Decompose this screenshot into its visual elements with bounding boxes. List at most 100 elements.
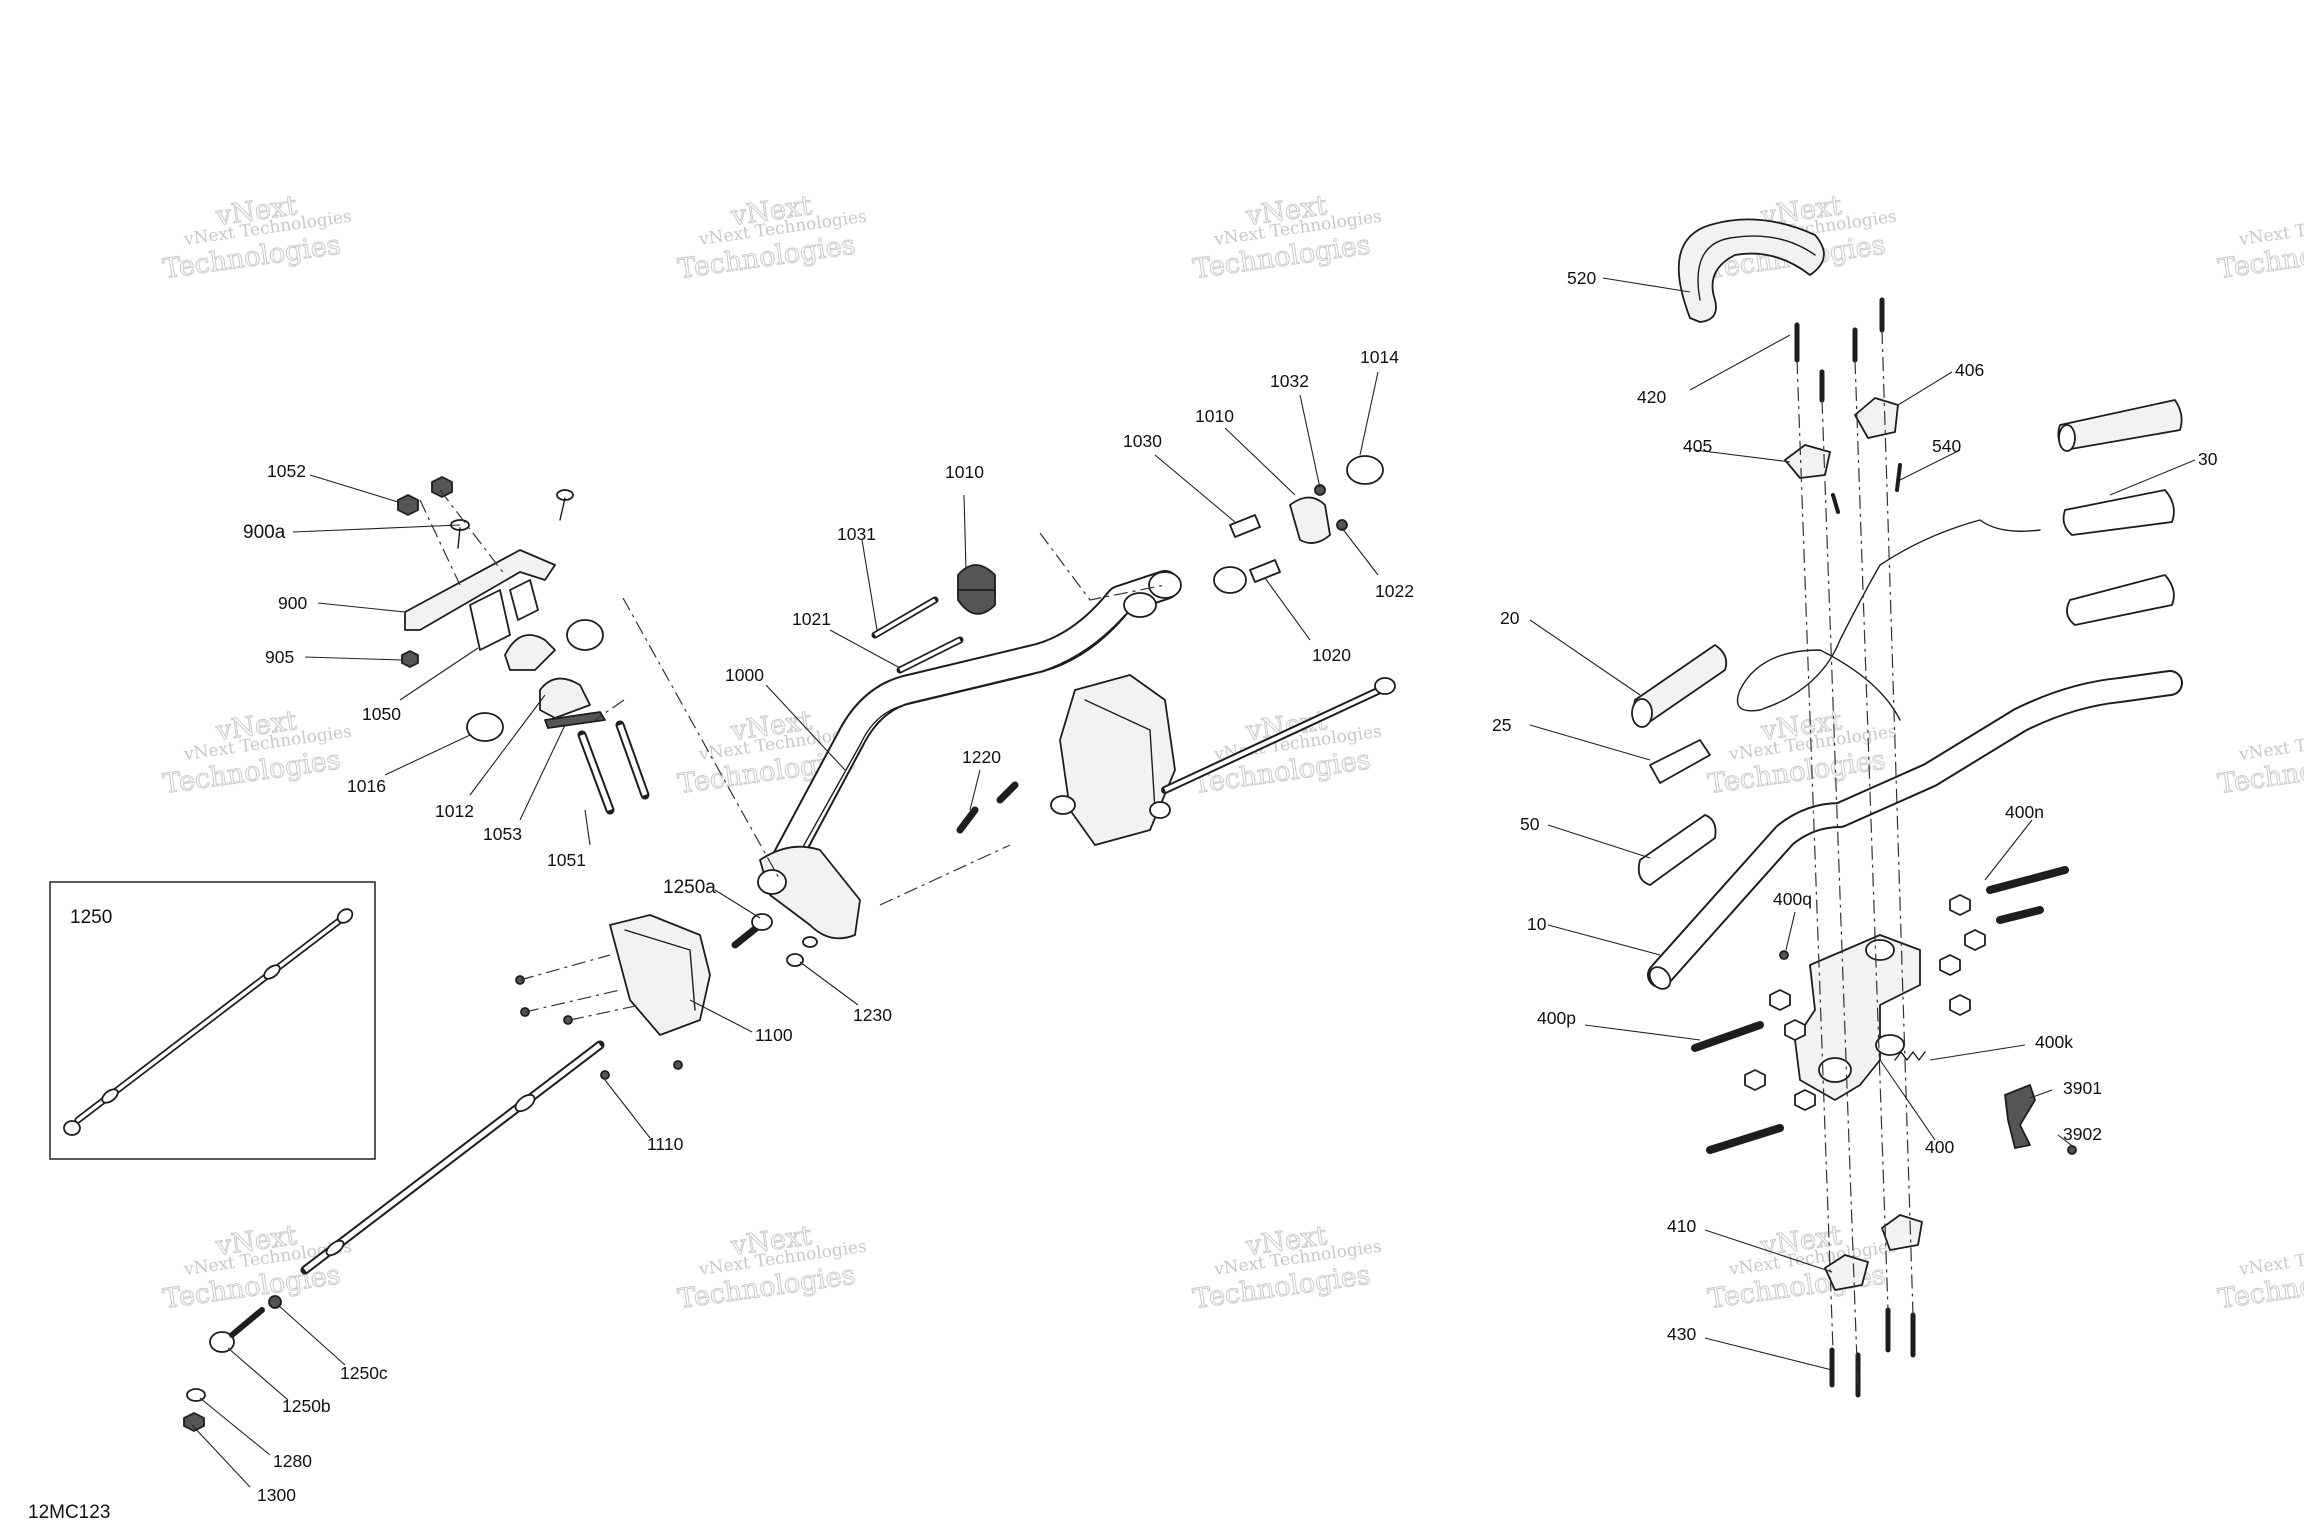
nut-1032	[1314, 484, 1326, 496]
pad-520	[1677, 218, 1825, 323]
callout-1020: 1020	[1312, 645, 1351, 665]
callout-1050: 1050	[362, 704, 401, 724]
callout-1030: 1030	[1123, 431, 1162, 451]
callout-10: 10	[1527, 914, 1547, 934]
clamp-406	[1854, 397, 1899, 439]
spring-400k	[1894, 1051, 1926, 1061]
bushing-1050b	[509, 579, 539, 621]
inset-frame	[49, 881, 376, 1160]
callout-3901: 3901	[2063, 1078, 2102, 1098]
callout-1016: 1016	[347, 776, 386, 796]
nut-905	[401, 650, 419, 668]
watermark: vNext Technologies Technologies vNext	[1706, 705, 1898, 801]
bushing-1030	[1229, 514, 1261, 538]
callout-400q: 400q	[1773, 889, 1812, 909]
callout-1022: 1022	[1375, 581, 1414, 601]
inset-1250: 1250	[49, 881, 376, 1160]
clamp-410b	[1881, 1214, 1923, 1251]
callout-20: 20	[1500, 608, 1520, 628]
cover-upper	[1059, 674, 1176, 846]
callout-1300: 1300	[257, 1485, 296, 1505]
callout-406: 406	[1955, 360, 1984, 380]
callout-400: 400	[1925, 1137, 1954, 1157]
bolt-900a	[450, 489, 574, 549]
bolts-400	[1691, 866, 2069, 1154]
clamp-1010b	[1289, 496, 1331, 544]
clamp-1012	[539, 677, 591, 719]
watermark: vNext Technologies Technologies vNext	[676, 1220, 868, 1316]
callout-1010-right: 1010	[1195, 406, 1234, 426]
sleeve-30	[2062, 489, 2175, 536]
callout-labels: 520 420 406 405 540 30 20 25 50 10 400n …	[243, 268, 2218, 1505]
clamp-upper	[504, 634, 556, 671]
callout-1250c: 1250c	[340, 1363, 388, 1383]
callout-1220: 1220	[962, 747, 1001, 767]
bolts-430	[1829, 1307, 1916, 1398]
shim-1053	[544, 711, 606, 729]
bolt-1031	[871, 596, 964, 674]
callout-1010-left: 1010	[945, 462, 984, 482]
callout-1110: 1110	[647, 1134, 684, 1154]
steering-column-1000	[757, 570, 1182, 940]
callout-400k: 400k	[2035, 1032, 2073, 1052]
callout-1014: 1014	[1360, 347, 1399, 367]
leader-lines	[191, 277, 2196, 1488]
ball-joint-1250b	[209, 1331, 235, 1353]
callout-1280: 1280	[273, 1451, 312, 1471]
ring-1030	[1213, 566, 1247, 594]
watermark: vNext Technologies Technologies	[2216, 1237, 2304, 1316]
callout-405: 405	[1683, 436, 1712, 456]
bracket-900	[404, 549, 556, 631]
watermark: vNext Technologies Technologies	[2216, 207, 2304, 286]
inset-tie-rod	[63, 908, 354, 1136]
watermark: vNext Technologies Technologies vNext	[1191, 190, 1383, 286]
column-eye	[757, 869, 787, 895]
callout-1021: 1021	[792, 609, 831, 629]
nut-1052	[397, 494, 419, 516]
callout-1051: 1051	[547, 850, 586, 870]
callout-1230: 1230	[853, 1005, 892, 1025]
ball-joint-1250a	[731, 913, 773, 949]
washer-1230	[786, 953, 804, 967]
clamp-405	[1784, 444, 1831, 479]
left-assembly	[183, 455, 1396, 1432]
watermark: vNext Technologies Technologies	[2216, 722, 2304, 801]
callout-905: 905	[265, 647, 294, 667]
watermark: vNext Technologies Technologies vNext	[1191, 705, 1383, 801]
callout-540: 540	[1932, 436, 1961, 456]
tie-rod-upper	[1161, 677, 1396, 794]
callout-430: 430	[1667, 1324, 1696, 1344]
callout-1100: 1100	[755, 1025, 793, 1045]
diagram-id: 12MC123	[28, 1502, 110, 1523]
nut-1300	[183, 1412, 205, 1432]
screw-540	[1895, 463, 1902, 492]
callout-1250b: 1250b	[282, 1396, 331, 1416]
stud-1220	[956, 781, 1019, 834]
upper-bushings	[1213, 455, 1384, 594]
watermark: vNext Technologies Technologies vNext	[676, 190, 868, 286]
column-bottom-bracket	[759, 845, 861, 940]
callout-1053: 1053	[483, 824, 522, 844]
watermark: vNext Technologies Technologies vNext	[161, 190, 353, 286]
callout-900a: 900a	[243, 522, 286, 543]
callout-1052: 1052	[267, 461, 306, 481]
bolts-420	[1794, 297, 1885, 403]
seal-1016	[466, 712, 504, 742]
seal-1014	[1346, 455, 1384, 485]
column-end	[1148, 571, 1182, 599]
sleeve-50	[1637, 814, 1717, 886]
bolt-1051	[577, 720, 650, 815]
nut-1052b	[431, 476, 453, 498]
callout-400p: 400p	[1537, 1008, 1576, 1028]
callout-30: 30	[2198, 449, 2218, 469]
watermark: vNext Technologies Technologies vNext	[161, 1220, 353, 1316]
callout-400n: 400n	[2005, 802, 2044, 822]
callout-1032: 1032	[1270, 371, 1309, 391]
inset-label: 1250	[70, 907, 112, 928]
callout-520: 520	[1567, 268, 1596, 288]
bushing-1020	[1249, 559, 1281, 583]
callout-420: 420	[1637, 387, 1666, 407]
tie-rod-lower	[183, 1040, 605, 1432]
callout-3902: 3902	[2063, 1124, 2102, 1144]
